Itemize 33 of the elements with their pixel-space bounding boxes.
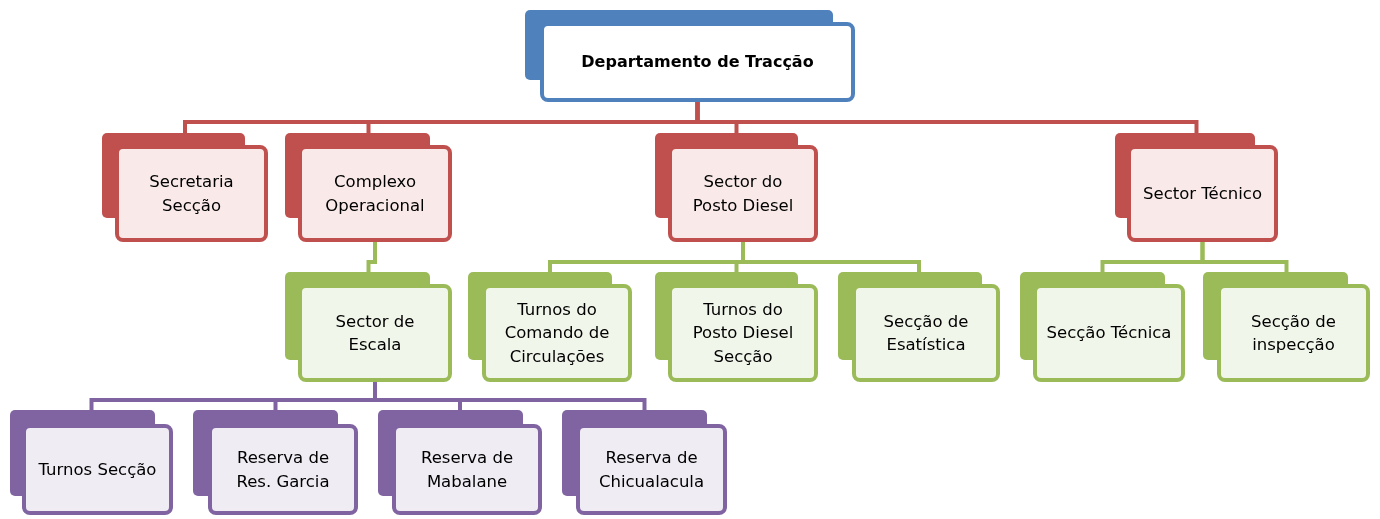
- connector-line: [695, 102, 1199, 133]
- unit-name: Sector Técnico: [1143, 182, 1262, 205]
- org-unit-box: [562, 410, 727, 515]
- org-unit-box: [655, 272, 818, 382]
- org-unit-box: [655, 133, 818, 242]
- org-unit-box: [102, 133, 268, 242]
- unit-name: Secretaria Secção: [148, 171, 235, 217]
- org-unit-box: [1203, 272, 1370, 382]
- connector-line: [366, 242, 377, 272]
- org-unit-box: [193, 410, 358, 515]
- unit-name: Turnos Secção: [38, 458, 157, 481]
- unit-name: Turnos do Comando de Circulações: [503, 299, 611, 368]
- org-unit-box: [285, 133, 452, 242]
- unit-name: Departamento de Tracção: [581, 50, 814, 73]
- unit-name: Secção de inspecção: [1250, 310, 1337, 356]
- connector-line: [1200, 242, 1289, 272]
- unit-name: Complexo Operacional: [324, 171, 426, 217]
- unit-name: Reserva de Chicualacula: [597, 447, 706, 493]
- org-unit-box: [468, 272, 632, 382]
- unit-name: Reserva de Res. Garcia: [235, 447, 331, 493]
- org-unit-box: [378, 410, 542, 515]
- org-unit-box: [525, 10, 855, 102]
- unit-name: Reserva de Mabalane: [419, 447, 515, 493]
- org-unit-box: [1115, 133, 1278, 242]
- unit-name: Secção de Esatística: [882, 310, 970, 356]
- unit-name: Sector de Escala: [334, 310, 416, 356]
- org-unit-box: [838, 272, 1000, 382]
- unit-name: Turnos do Posto Diesel Secção: [691, 299, 795, 368]
- unit-name: Sector do Posto Diesel: [691, 171, 795, 217]
- org-unit-box: [10, 410, 173, 515]
- org-unit-box: [1020, 272, 1185, 382]
- unit-name: Secção Técnica: [1046, 322, 1172, 345]
- org-unit-box: [285, 272, 452, 382]
